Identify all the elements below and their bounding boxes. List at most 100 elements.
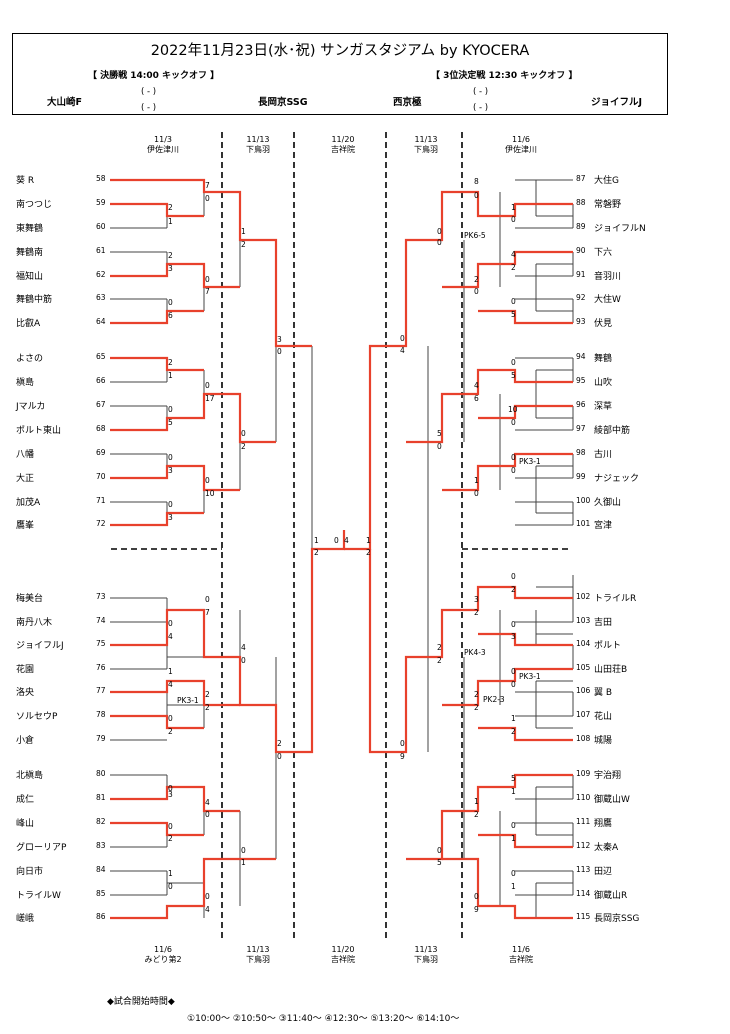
left-team-name: 鷹峯	[16, 521, 35, 531]
left-team-name: 北槇島	[16, 771, 44, 781]
match-score: 0	[511, 667, 516, 676]
left-team-name: トライルW	[16, 891, 61, 901]
match-score: 6	[474, 394, 479, 403]
match-score: 2	[168, 727, 173, 736]
match-score: 1	[168, 217, 173, 226]
right-team-name: 花山	[594, 712, 613, 722]
right-team-number: 100	[576, 496, 591, 505]
left-team-name: 大正	[16, 474, 35, 484]
pk-result: PK3-1	[519, 457, 541, 466]
match-score: 0	[400, 334, 405, 343]
page-title: 2022年11月23日(水･祝) サンガスタジアム by KYOCERA	[150, 43, 530, 59]
match-score: 0	[511, 466, 516, 475]
left-team-number: 58	[96, 174, 106, 183]
round-venue: 伊佐津川	[505, 145, 537, 154]
match-score: 10	[508, 405, 518, 414]
third-place-kickoff-label: 【 3位決定戦 12:30 キックオフ 】	[431, 71, 578, 81]
right-team-name: 深草	[594, 402, 613, 412]
right-team-number: 98	[576, 448, 586, 457]
right-team-number: 107	[576, 710, 591, 719]
match-score: 4	[205, 905, 210, 914]
right-team-number: 114	[576, 889, 591, 898]
match-score: 3	[168, 466, 173, 475]
match-score: 0	[205, 595, 210, 604]
winner-path	[110, 202, 204, 218]
match-score: 0	[511, 572, 516, 581]
right-team-name: 山吹	[594, 378, 613, 388]
pk-result: PK2-3	[483, 695, 505, 704]
header-box: 2022年11月23日(水･祝) サンガスタジアム by KYOCERA 【 決…	[12, 33, 668, 115]
match-score: 2	[511, 727, 516, 736]
right-team-name: 古川	[594, 450, 613, 460]
right-team-name: 御蔵山W	[594, 795, 630, 805]
match-score: 0	[205, 275, 210, 284]
right-team-name: 山田荘B	[594, 665, 628, 675]
left-team-name: グローリアP	[16, 843, 67, 853]
left-team-name: 比叡A	[16, 319, 41, 329]
match-score: 1	[474, 797, 479, 806]
right-team-number: 96	[576, 400, 586, 409]
winner-path	[442, 452, 573, 492]
left-team-name: 花園	[16, 665, 35, 675]
match-score: 0	[205, 476, 210, 485]
match-score: 1	[474, 476, 479, 485]
winner-path	[442, 857, 573, 920]
match-score: 5	[168, 418, 173, 427]
third-score-2: ( - )	[473, 103, 489, 113]
match-score: 3	[277, 335, 282, 344]
match-score: 2	[437, 656, 442, 665]
right-team-name: 宮津	[594, 521, 613, 531]
right-team-number: 101	[576, 519, 591, 528]
right-team-name: 伏見	[594, 319, 613, 329]
left-team-number: 60	[96, 222, 106, 231]
match-score: 0	[168, 298, 173, 307]
left-team-name: 加茂A	[16, 498, 41, 508]
right-team-number: 99	[576, 472, 586, 481]
match-score: 10	[205, 489, 215, 498]
match-score: 0	[168, 453, 173, 462]
left-team-number: 80	[96, 769, 106, 778]
start-times-title: ◆試合開始時間◆	[107, 997, 175, 1007]
match-score: 2	[474, 703, 479, 712]
round-date: 11/13	[414, 945, 438, 954]
left-team-name: 東舞鶴	[16, 224, 44, 234]
match-score: 4	[205, 798, 210, 807]
match-score: 0	[168, 619, 173, 628]
match-score: 4	[511, 250, 516, 259]
match-score: 0	[168, 822, 173, 831]
match-score: 2	[168, 834, 173, 843]
match-score: 3	[511, 632, 516, 641]
right-team-name: 大住G	[594, 176, 619, 186]
right-team-number: 104	[576, 639, 591, 648]
match-score: 1	[511, 714, 516, 723]
right-team-number: 88	[576, 198, 586, 207]
right-team-number: 97	[576, 424, 586, 433]
right-team-name: 舞鶴	[594, 354, 613, 364]
winner-path	[478, 726, 573, 742]
right-team-number: 108	[576, 734, 591, 743]
winner-path	[110, 178, 312, 348]
match-score: 0	[511, 620, 516, 629]
match-score: 0	[277, 752, 282, 761]
match-score: 1	[168, 371, 173, 380]
winner-path	[344, 190, 573, 551]
match-score: 2	[168, 251, 173, 260]
third-left-team: 西京極	[393, 97, 422, 108]
match-score: 0	[241, 656, 246, 665]
right-team-number: 106	[576, 686, 591, 695]
match-score: 0	[437, 846, 442, 855]
match-score: 2	[511, 263, 516, 272]
match-score: 0	[205, 381, 210, 390]
match-score: 1	[511, 882, 516, 891]
right-team-number: 110	[576, 793, 591, 802]
left-team-number: 69	[96, 448, 106, 457]
left-team-name: よさの	[16, 354, 44, 364]
third-score-1: ( - )	[473, 87, 489, 97]
left-team-name: 成仁	[16, 795, 35, 805]
start-times: ①10:00〜 ②10:50〜 ③11:40〜 ④12:30〜 ⑤13:20〜 …	[187, 1014, 460, 1024]
match-score: 5	[437, 429, 442, 438]
left-team-name: ポルト東山	[16, 426, 62, 436]
